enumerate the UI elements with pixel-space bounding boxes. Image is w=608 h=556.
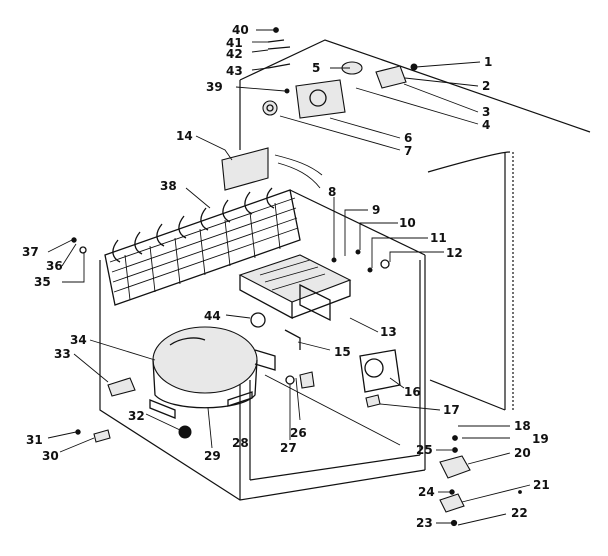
leader-lines xyxy=(47,29,531,526)
callout-15: 15 xyxy=(334,345,351,359)
callout-35: 35 xyxy=(34,275,51,289)
callout-17: 17 xyxy=(443,403,460,417)
callout-14: 14 xyxy=(176,129,193,143)
callout-18: 18 xyxy=(514,419,531,433)
callout-27: 27 xyxy=(280,441,297,455)
callout-7: 7 xyxy=(404,144,412,158)
callout-8: 8 xyxy=(328,185,336,199)
callout-20: 20 xyxy=(514,446,531,460)
top-parts xyxy=(221,27,418,191)
callout-25: 25 xyxy=(416,443,433,457)
callout-42: 42 xyxy=(226,47,243,61)
callout-labels: 1 2 3 4 5 6 7 8 9 10 11 12 13 14 15 16 1… xyxy=(22,23,550,530)
callout-29: 29 xyxy=(204,449,221,463)
callout-19: 19 xyxy=(532,432,549,446)
callout-38: 38 xyxy=(160,179,177,193)
callout-3: 3 xyxy=(482,105,490,119)
tray-assembly xyxy=(238,254,352,350)
callout-43: 43 xyxy=(226,64,243,78)
callout-33: 33 xyxy=(54,347,71,361)
callout-39: 39 xyxy=(206,80,223,94)
socket-part xyxy=(375,65,407,89)
callout-28: 28 xyxy=(232,436,249,450)
callout-24: 24 xyxy=(418,485,435,499)
callout-2: 2 xyxy=(482,79,490,93)
callout-4: 4 xyxy=(482,118,490,132)
callout-12: 12 xyxy=(446,246,463,260)
small-components xyxy=(71,237,522,527)
callout-40: 40 xyxy=(232,23,249,37)
callout-41: 41 xyxy=(226,36,243,50)
compressor xyxy=(149,326,276,439)
callout-34: 34 xyxy=(70,333,87,347)
callout-31: 31 xyxy=(26,433,43,447)
callout-13: 13 xyxy=(380,325,397,339)
callout-1: 1 xyxy=(484,55,492,69)
cabinet-outline xyxy=(99,39,591,501)
callout-23: 23 xyxy=(416,516,433,530)
callout-22: 22 xyxy=(511,506,528,520)
condenser-coil xyxy=(104,187,301,306)
knob-part xyxy=(262,100,278,116)
callout-21: 21 xyxy=(533,478,550,492)
callout-37: 37 xyxy=(22,245,39,259)
callout-30: 30 xyxy=(42,449,59,463)
callout-10: 10 xyxy=(399,216,416,230)
callout-6: 6 xyxy=(404,131,412,145)
callout-9: 9 xyxy=(372,203,380,217)
callout-5: 5 xyxy=(312,61,320,75)
relay-box-part xyxy=(221,147,269,191)
callout-32: 32 xyxy=(128,409,145,423)
callout-36: 36 xyxy=(46,259,63,273)
callout-44: 44 xyxy=(204,309,221,323)
callout-26: 26 xyxy=(290,426,307,440)
callout-11: 11 xyxy=(430,231,447,245)
callout-16: 16 xyxy=(404,385,421,399)
thermostat-part xyxy=(295,79,346,119)
